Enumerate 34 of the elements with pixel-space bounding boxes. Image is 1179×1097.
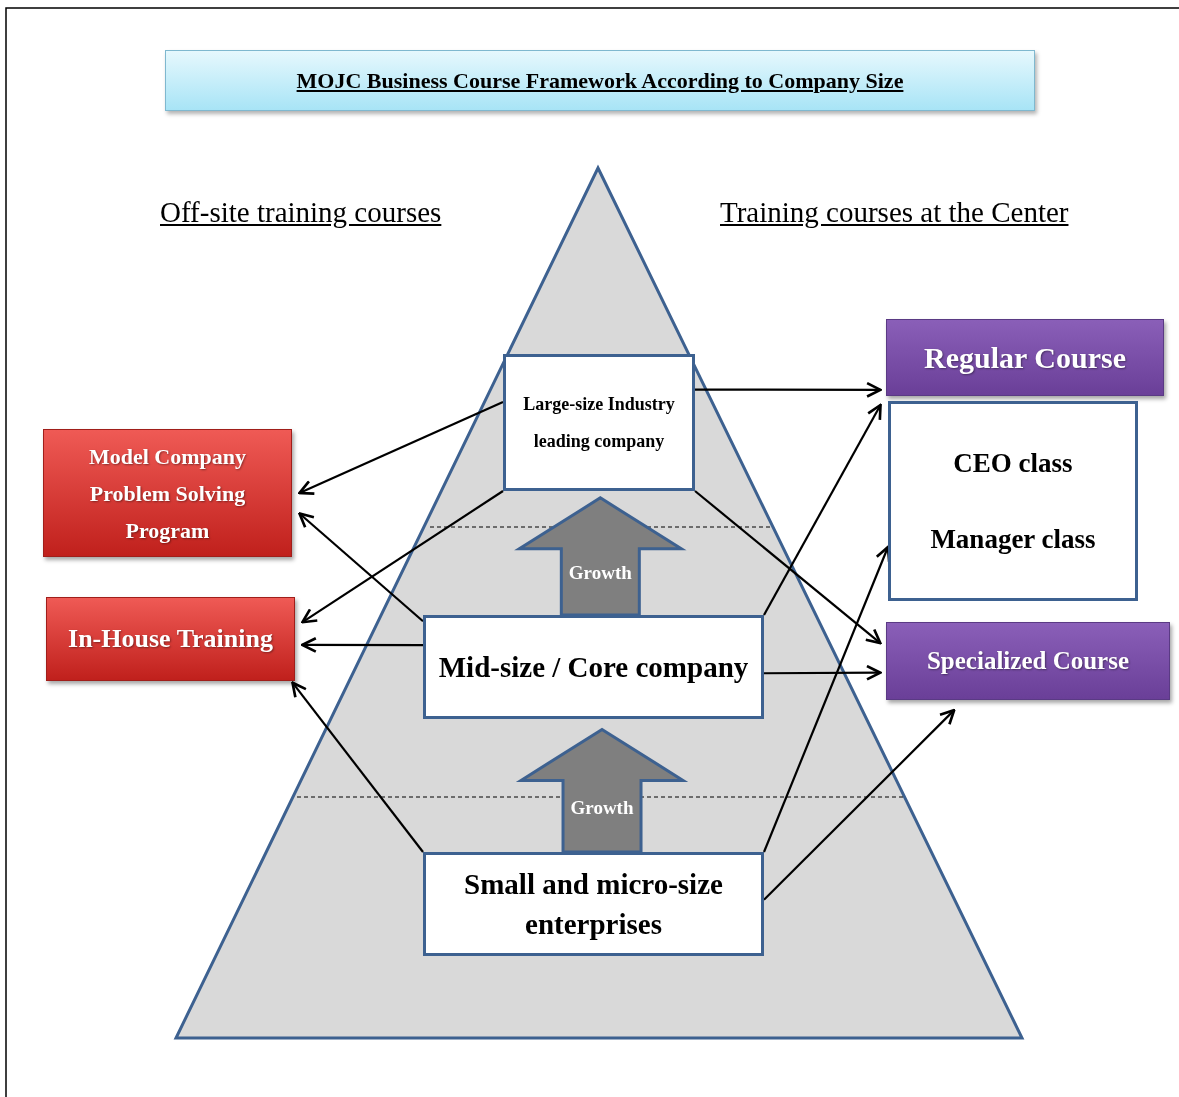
- node-text: Regular Course: [924, 340, 1126, 375]
- section-heading: Training courses at the Center: [720, 196, 1069, 229]
- arrow: [298, 400, 504, 495]
- arrow: [291, 681, 424, 853]
- course-box: [886, 622, 1170, 700]
- node-text: CEO class: [953, 446, 1073, 480]
- block-arrow: [514, 496, 687, 617]
- arrow: [301, 490, 504, 624]
- arrow: [695, 381, 882, 398]
- company-box: [503, 354, 695, 491]
- block-arrow: [515, 727, 689, 854]
- edge-label: Growth: [568, 561, 632, 584]
- arrow: [764, 664, 882, 681]
- course-box: [886, 319, 1164, 396]
- program-box: [46, 597, 295, 681]
- program-box: [43, 429, 292, 557]
- arrow: [298, 512, 424, 623]
- node-text: Mid-size / Core company: [438, 650, 749, 685]
- node-text: In-House Training: [68, 624, 273, 654]
- diagram-title: MOJC Business Course Framework According to Company Size: [296, 67, 904, 94]
- node-text: Model Company Problem Solving Program: [87, 442, 248, 545]
- arrow: [694, 490, 882, 645]
- company-box: [423, 852, 764, 956]
- arrow: [763, 708, 956, 901]
- node-text: Large-size Industry leading company: [522, 392, 676, 453]
- arrow: [301, 636, 423, 653]
- node-text: Manager class: [930, 523, 1096, 557]
- section-heading: Off-site training courses: [160, 196, 442, 229]
- arrow: [763, 403, 882, 616]
- node-text: Specialized Course: [926, 646, 1130, 676]
- class-box: [888, 401, 1138, 601]
- node-text: Small and micro-size enterprises: [463, 867, 724, 942]
- company-box: [423, 615, 764, 719]
- edge-label: Growth: [570, 796, 634, 819]
